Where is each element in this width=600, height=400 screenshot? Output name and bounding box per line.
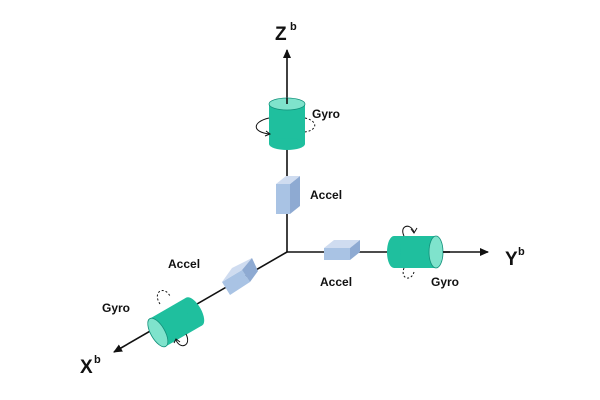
y-axis-letter: Y	[505, 249, 518, 270]
x-accel-side	[242, 258, 258, 282]
z-accel-label: Accel	[310, 188, 342, 202]
x-gyro-rotation-arrow-icon	[156, 290, 171, 305]
z-accel-front	[276, 184, 290, 214]
y-gyro-rotation-arrow-icon	[402, 225, 415, 237]
x-gyro-back-cap	[184, 297, 205, 326]
z-accel-top	[276, 176, 300, 184]
x-accel-front	[222, 270, 250, 295]
z-axis-superscript: b	[290, 21, 297, 33]
x-axis-letter: X	[80, 357, 93, 378]
y-axis-superscript: b	[518, 246, 525, 258]
z-gyro-bottom	[269, 138, 305, 150]
y-accel-side	[350, 240, 360, 260]
x-axis-label: X b	[80, 354, 101, 378]
z-gyro-body	[269, 104, 305, 144]
x-accel	[222, 258, 258, 295]
z-accel	[276, 176, 300, 214]
y-gyro-rotation-arrow-back	[402, 267, 415, 279]
z-axis-letter: Z	[275, 24, 287, 45]
z-gyro	[255, 97, 316, 150]
x-accel-label: Accel	[168, 257, 200, 271]
y-gyro-left-cap	[387, 236, 401, 268]
z-gyro-rotation-arrow-head	[264, 130, 272, 137]
x-gyro-label: Gyro	[102, 301, 130, 315]
axes	[113, 49, 489, 353]
x-axis-superscript: b	[94, 354, 101, 366]
x-gyro-rotation	[156, 290, 189, 347]
y-gyro-label: Gyro	[431, 275, 459, 289]
x-gyro-front-cap	[147, 317, 169, 348]
z-gyro-label: Gyro	[312, 107, 340, 121]
x-gyro-rotation-arrow-front	[175, 333, 189, 347]
x-axis-line	[113, 251, 288, 353]
y-accel-front	[324, 248, 350, 260]
y-axis-label: Y b	[505, 246, 525, 270]
z-accel-side	[290, 176, 300, 214]
y-gyro-rotation-arrow-head	[410, 227, 418, 234]
y-accel-label: Accel	[320, 275, 352, 289]
z-axis-label: Z b	[275, 21, 297, 45]
y-gyro	[387, 225, 450, 279]
x-accel-top	[222, 258, 252, 282]
y-gyro-right-cap	[428, 235, 444, 269]
x-gyro-rotation-arrow-head	[173, 338, 181, 344]
x-gyro	[147, 297, 205, 348]
z-gyro-rotation-arrow-icon	[255, 117, 270, 135]
z-gyro-rotation-arrow-back	[304, 117, 316, 133]
y-accel-top	[324, 240, 360, 248]
y-accel	[324, 240, 360, 260]
